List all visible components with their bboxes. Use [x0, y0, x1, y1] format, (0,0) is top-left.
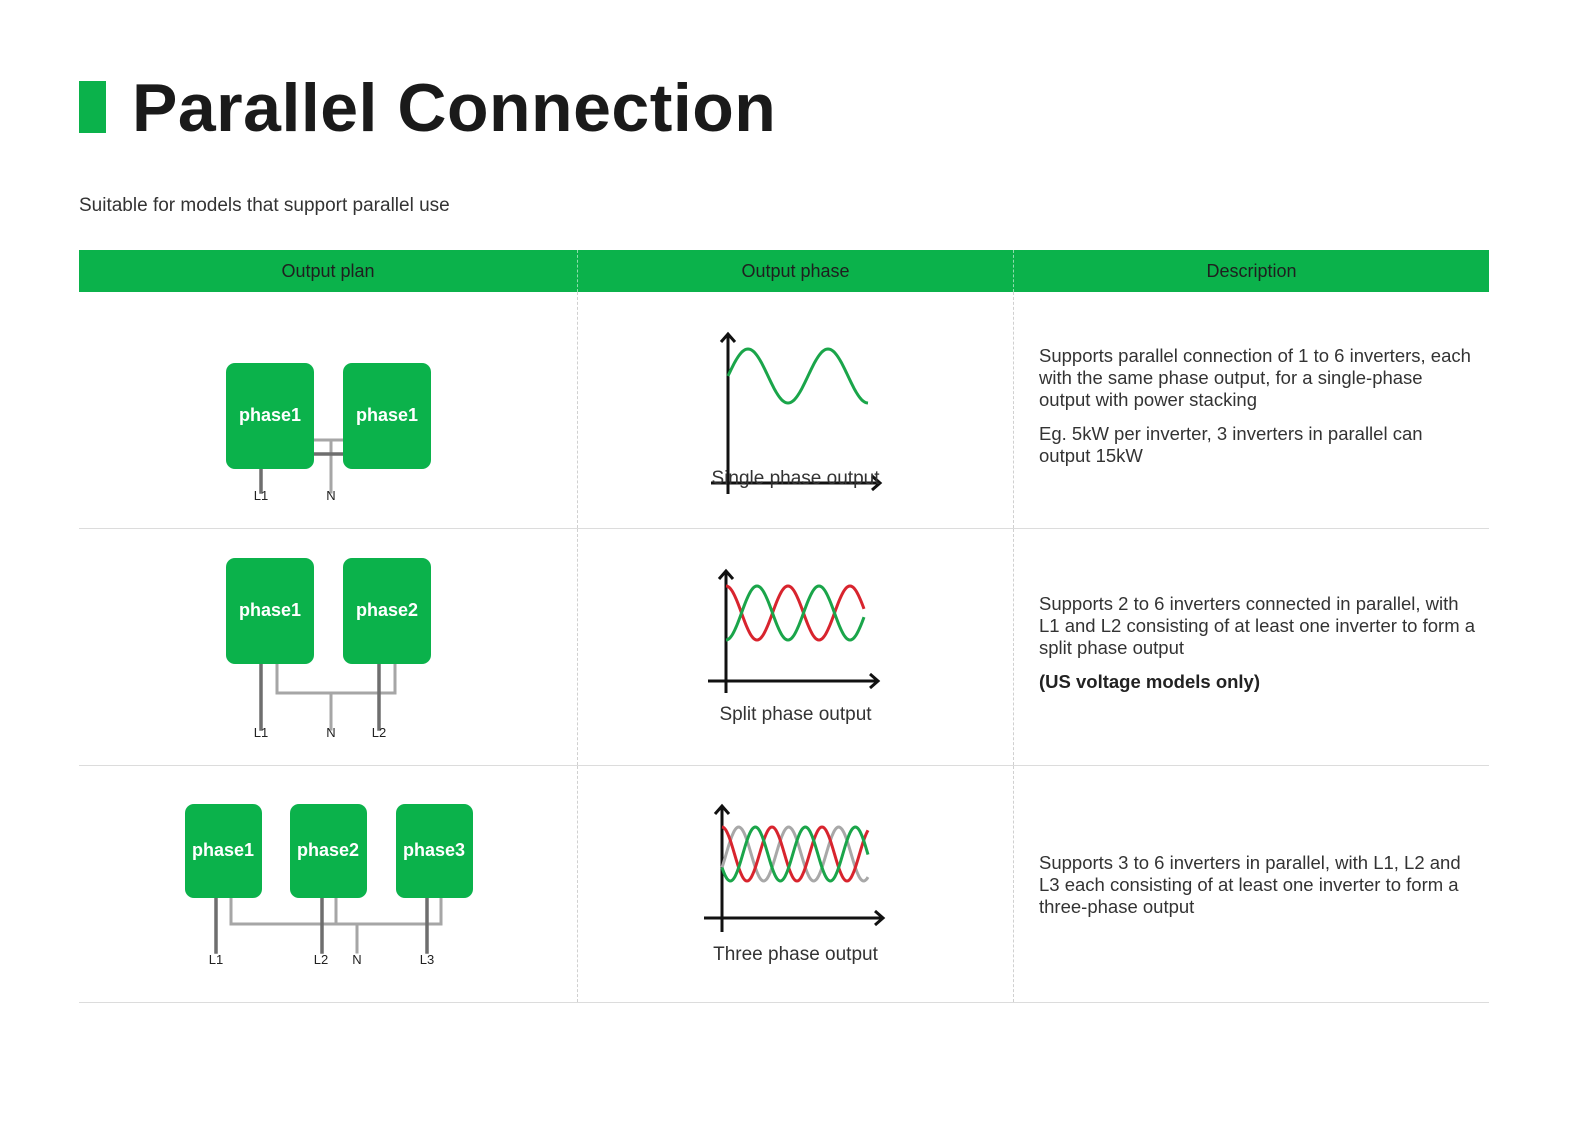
- y-axis-arrow: [719, 331, 737, 343]
- parallel-connection-table: Output plan Output phase Description pha…: [79, 250, 1489, 1003]
- three-phase-waveform: [704, 803, 886, 932]
- title-accent-bar: [79, 81, 106, 133]
- wire-label-l1: L1: [254, 725, 268, 740]
- description-text: Supports parallel connection of 1 to 6 i…: [1039, 345, 1479, 467]
- inverter-label: phase2: [297, 840, 359, 860]
- wave-line-green: [725, 584, 866, 642]
- inverter-box: [343, 363, 431, 469]
- x-axis-arrow: [869, 672, 881, 690]
- page-title: Parallel Connection: [132, 70, 777, 146]
- output-phase-cell: Three phase output: [577, 766, 1013, 1002]
- wave-line-red: [725, 584, 866, 642]
- inverter-box: [226, 363, 314, 469]
- table-row-single-phase: phase1 phase1 L1 N Single phase output: [79, 292, 1489, 529]
- split-phase-waveform: [708, 568, 881, 693]
- output-plan-cell: phase1 phase2 L1 N L2: [79, 529, 577, 765]
- output-phase-cell: Single phase output: [577, 292, 1013, 528]
- description-paragraph: Supports 3 to 6 inverters in parallel, w…: [1039, 852, 1461, 917]
- wave-line-green: [720, 825, 870, 883]
- three-phase-wiring-diagram: phase1 phase2 phase3 L1 L2 N L3: [185, 804, 473, 967]
- output-plan-cell: phase1 phase1 L1 N: [79, 292, 577, 528]
- phase-caption: Three phase output: [713, 944, 878, 965]
- description-cell: Supports parallel connection of 1 to 6 i…: [1013, 292, 1489, 528]
- description-paragraph: Supports parallel connection of 1 to 6 i…: [1039, 345, 1471, 410]
- inverter-box: [290, 804, 367, 898]
- description-paragraph: Supports 2 to 6 inverters connected in p…: [1039, 593, 1476, 658]
- description-cell: Supports 2 to 6 inverters connected in p…: [1013, 529, 1489, 765]
- inverter-box: [396, 804, 473, 898]
- header-output-phase: Output phase: [577, 250, 1013, 292]
- single-phase-waveform: [711, 331, 883, 494]
- split-phase-wiring-diagram: phase1 phase2 L1 N L2: [226, 558, 431, 740]
- description-cell: Supports 3 to 6 inverters in parallel, w…: [1013, 766, 1489, 1002]
- wire-label-n: N: [352, 952, 361, 967]
- wire-label-l2: L2: [314, 952, 328, 967]
- y-axis-arrow: [717, 568, 735, 580]
- inverter-label: phase1: [239, 405, 301, 425]
- table-row-split-phase: phase1 phase2 L1 N L2 Split phase output: [79, 529, 1489, 766]
- table-header: Output plan Output phase Description: [79, 250, 1489, 292]
- wire-label-l2: L2: [372, 725, 386, 740]
- description-note: (US voltage models only): [1039, 671, 1261, 692]
- inverter-label: phase1: [192, 840, 254, 860]
- inverter-box: [343, 558, 431, 664]
- inverter-label: phase2: [356, 600, 418, 620]
- description-example: Eg. 5kW per inverter, 3 inverters in par…: [1039, 423, 1423, 466]
- wire-label-l1: L1: [209, 952, 223, 967]
- table-row-three-phase: phase1 phase2 phase3 L1 L2 N L3: [79, 766, 1489, 1003]
- inverter-box: [185, 804, 262, 898]
- header-description: Description: [1013, 250, 1489, 292]
- wire-label-l1: L1: [254, 488, 268, 503]
- wire-label-n: N: [326, 725, 335, 740]
- inverter-label: phase3: [403, 840, 465, 860]
- x-axis-arrow: [874, 909, 886, 927]
- phase-caption: Split phase output: [719, 704, 872, 725]
- output-plan-cell: phase1 phase2 phase3 L1 L2 N L3: [79, 766, 577, 1002]
- inverter-box: [226, 558, 314, 664]
- phase-caption: Single phase output: [711, 468, 880, 489]
- wave-line-green: [726, 347, 869, 405]
- inverter-label: phase1: [356, 405, 418, 425]
- description-text: Supports 2 to 6 inverters connected in p…: [1039, 593, 1479, 693]
- output-phase-cell: Split phase output: [577, 529, 1013, 765]
- y-axis-arrow: [713, 803, 731, 815]
- x-axis-arrow: [871, 474, 883, 492]
- single-phase-wiring-diagram: phase1 phase1 L1 N: [226, 363, 431, 503]
- description-text: Supports 3 to 6 inverters in parallel, w…: [1039, 852, 1479, 918]
- wave-line-red: [721, 825, 870, 883]
- wire-label-n: N: [326, 488, 335, 503]
- wire-label-l3: L3: [420, 952, 434, 967]
- inverter-label: phase1: [239, 600, 301, 620]
- wire-n-bus: [275, 661, 397, 695]
- header-output-plan: Output plan: [281, 260, 375, 281]
- page-subtitle: Suitable for models that support paralle…: [79, 195, 450, 216]
